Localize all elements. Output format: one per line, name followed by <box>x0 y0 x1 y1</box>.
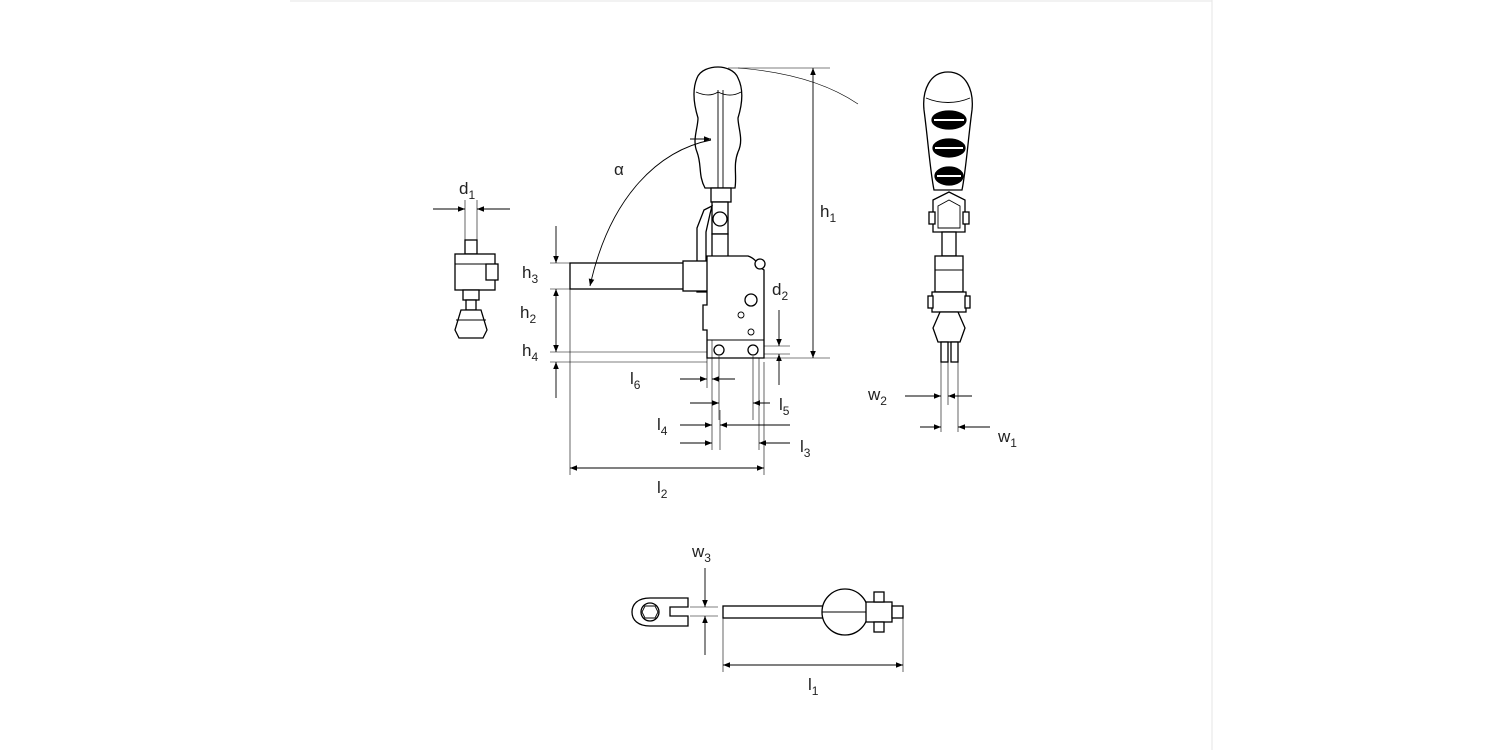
label-w1: w1 <box>997 427 1017 450</box>
dimension-w3: w3 <box>690 542 718 655</box>
label-d2: d2 <box>772 280 788 303</box>
dimension-d2: d2 <box>764 280 790 385</box>
dimension-l1: l1 <box>722 618 904 698</box>
clamp-front-view <box>569 66 766 359</box>
label-w3: w3 <box>691 542 711 565</box>
label-h1: h1 <box>820 202 836 225</box>
spindle-detail-view <box>454 239 499 339</box>
dimension-l2: l2 <box>569 289 765 501</box>
dimension-h1: h1 <box>728 67 859 359</box>
label-alpha: α <box>614 160 624 179</box>
label-h4: h4 <box>522 341 538 364</box>
angle-alpha: α <box>588 136 712 287</box>
label-w2: w2 <box>867 385 887 408</box>
clamp-top-view <box>631 588 904 636</box>
dimension-l5: l5 <box>690 356 790 420</box>
label-l5: l5 <box>779 395 790 418</box>
dimension-l4: l4 <box>657 410 790 450</box>
label-d1: d1 <box>459 179 475 202</box>
label-l3: l3 <box>800 437 811 460</box>
label-l4: l4 <box>657 415 668 438</box>
dimension-h2: h2 <box>520 289 707 353</box>
dimension-d1: d1 <box>433 179 510 240</box>
dimension-h4: h4 <box>522 341 707 398</box>
label-h3: h3 <box>522 263 538 286</box>
drawing-frame <box>290 0 1213 750</box>
dimension-l3: l3 <box>680 358 811 460</box>
clamp-side-view <box>923 71 973 363</box>
label-l6: l6 <box>630 369 641 392</box>
dimension-l6: l6 <box>630 340 735 450</box>
dimension-w1: w1 <box>920 424 1017 450</box>
label-h2: h2 <box>520 303 536 326</box>
dimension-h3: h3 <box>522 226 570 290</box>
label-l1: l1 <box>808 675 819 698</box>
label-l2: l2 <box>657 478 668 501</box>
dimension-w2: w2 <box>867 362 972 432</box>
